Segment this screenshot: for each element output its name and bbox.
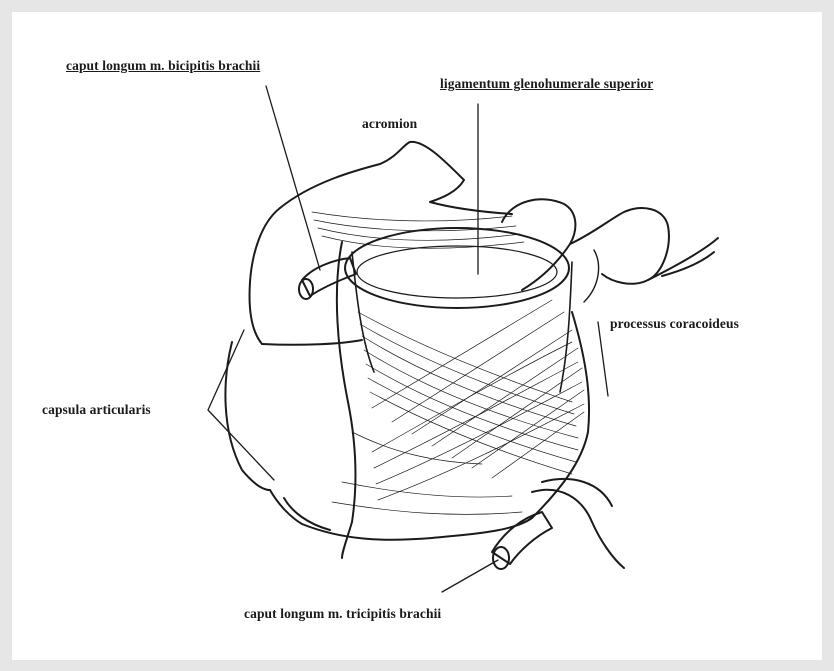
coracoid-process bbox=[502, 199, 718, 302]
anatomy-figure: caput longum m. bicipitis brachii ligame… bbox=[12, 12, 822, 660]
label-acromion: acromion bbox=[362, 116, 417, 132]
shoulder-joint-drawing bbox=[12, 12, 822, 660]
glenoid-cavity bbox=[345, 228, 572, 392]
label-ligamentum-glenohumerale-superior: ligamentum glenohumerale superior bbox=[440, 76, 653, 92]
capsule-boundary bbox=[225, 242, 589, 558]
label-caput-longum-triceps: caput longum m. tricipitis brachii bbox=[244, 606, 441, 622]
leader-line-capsula bbox=[208, 330, 274, 480]
leader-line-biceps bbox=[266, 86, 320, 270]
leader-line-coracoid bbox=[598, 322, 608, 396]
label-processus-coracoideus: processus coracoideus bbox=[610, 316, 739, 332]
label-capsula-articularis: capsula articularis bbox=[42, 402, 151, 418]
leader-lines bbox=[208, 86, 608, 592]
label-caput-longum-biceps: caput longum m. bicipitis brachii bbox=[66, 58, 260, 74]
scapula-outline bbox=[250, 142, 513, 345]
triceps-tendon bbox=[492, 479, 624, 569]
leader-line-triceps bbox=[442, 560, 498, 592]
